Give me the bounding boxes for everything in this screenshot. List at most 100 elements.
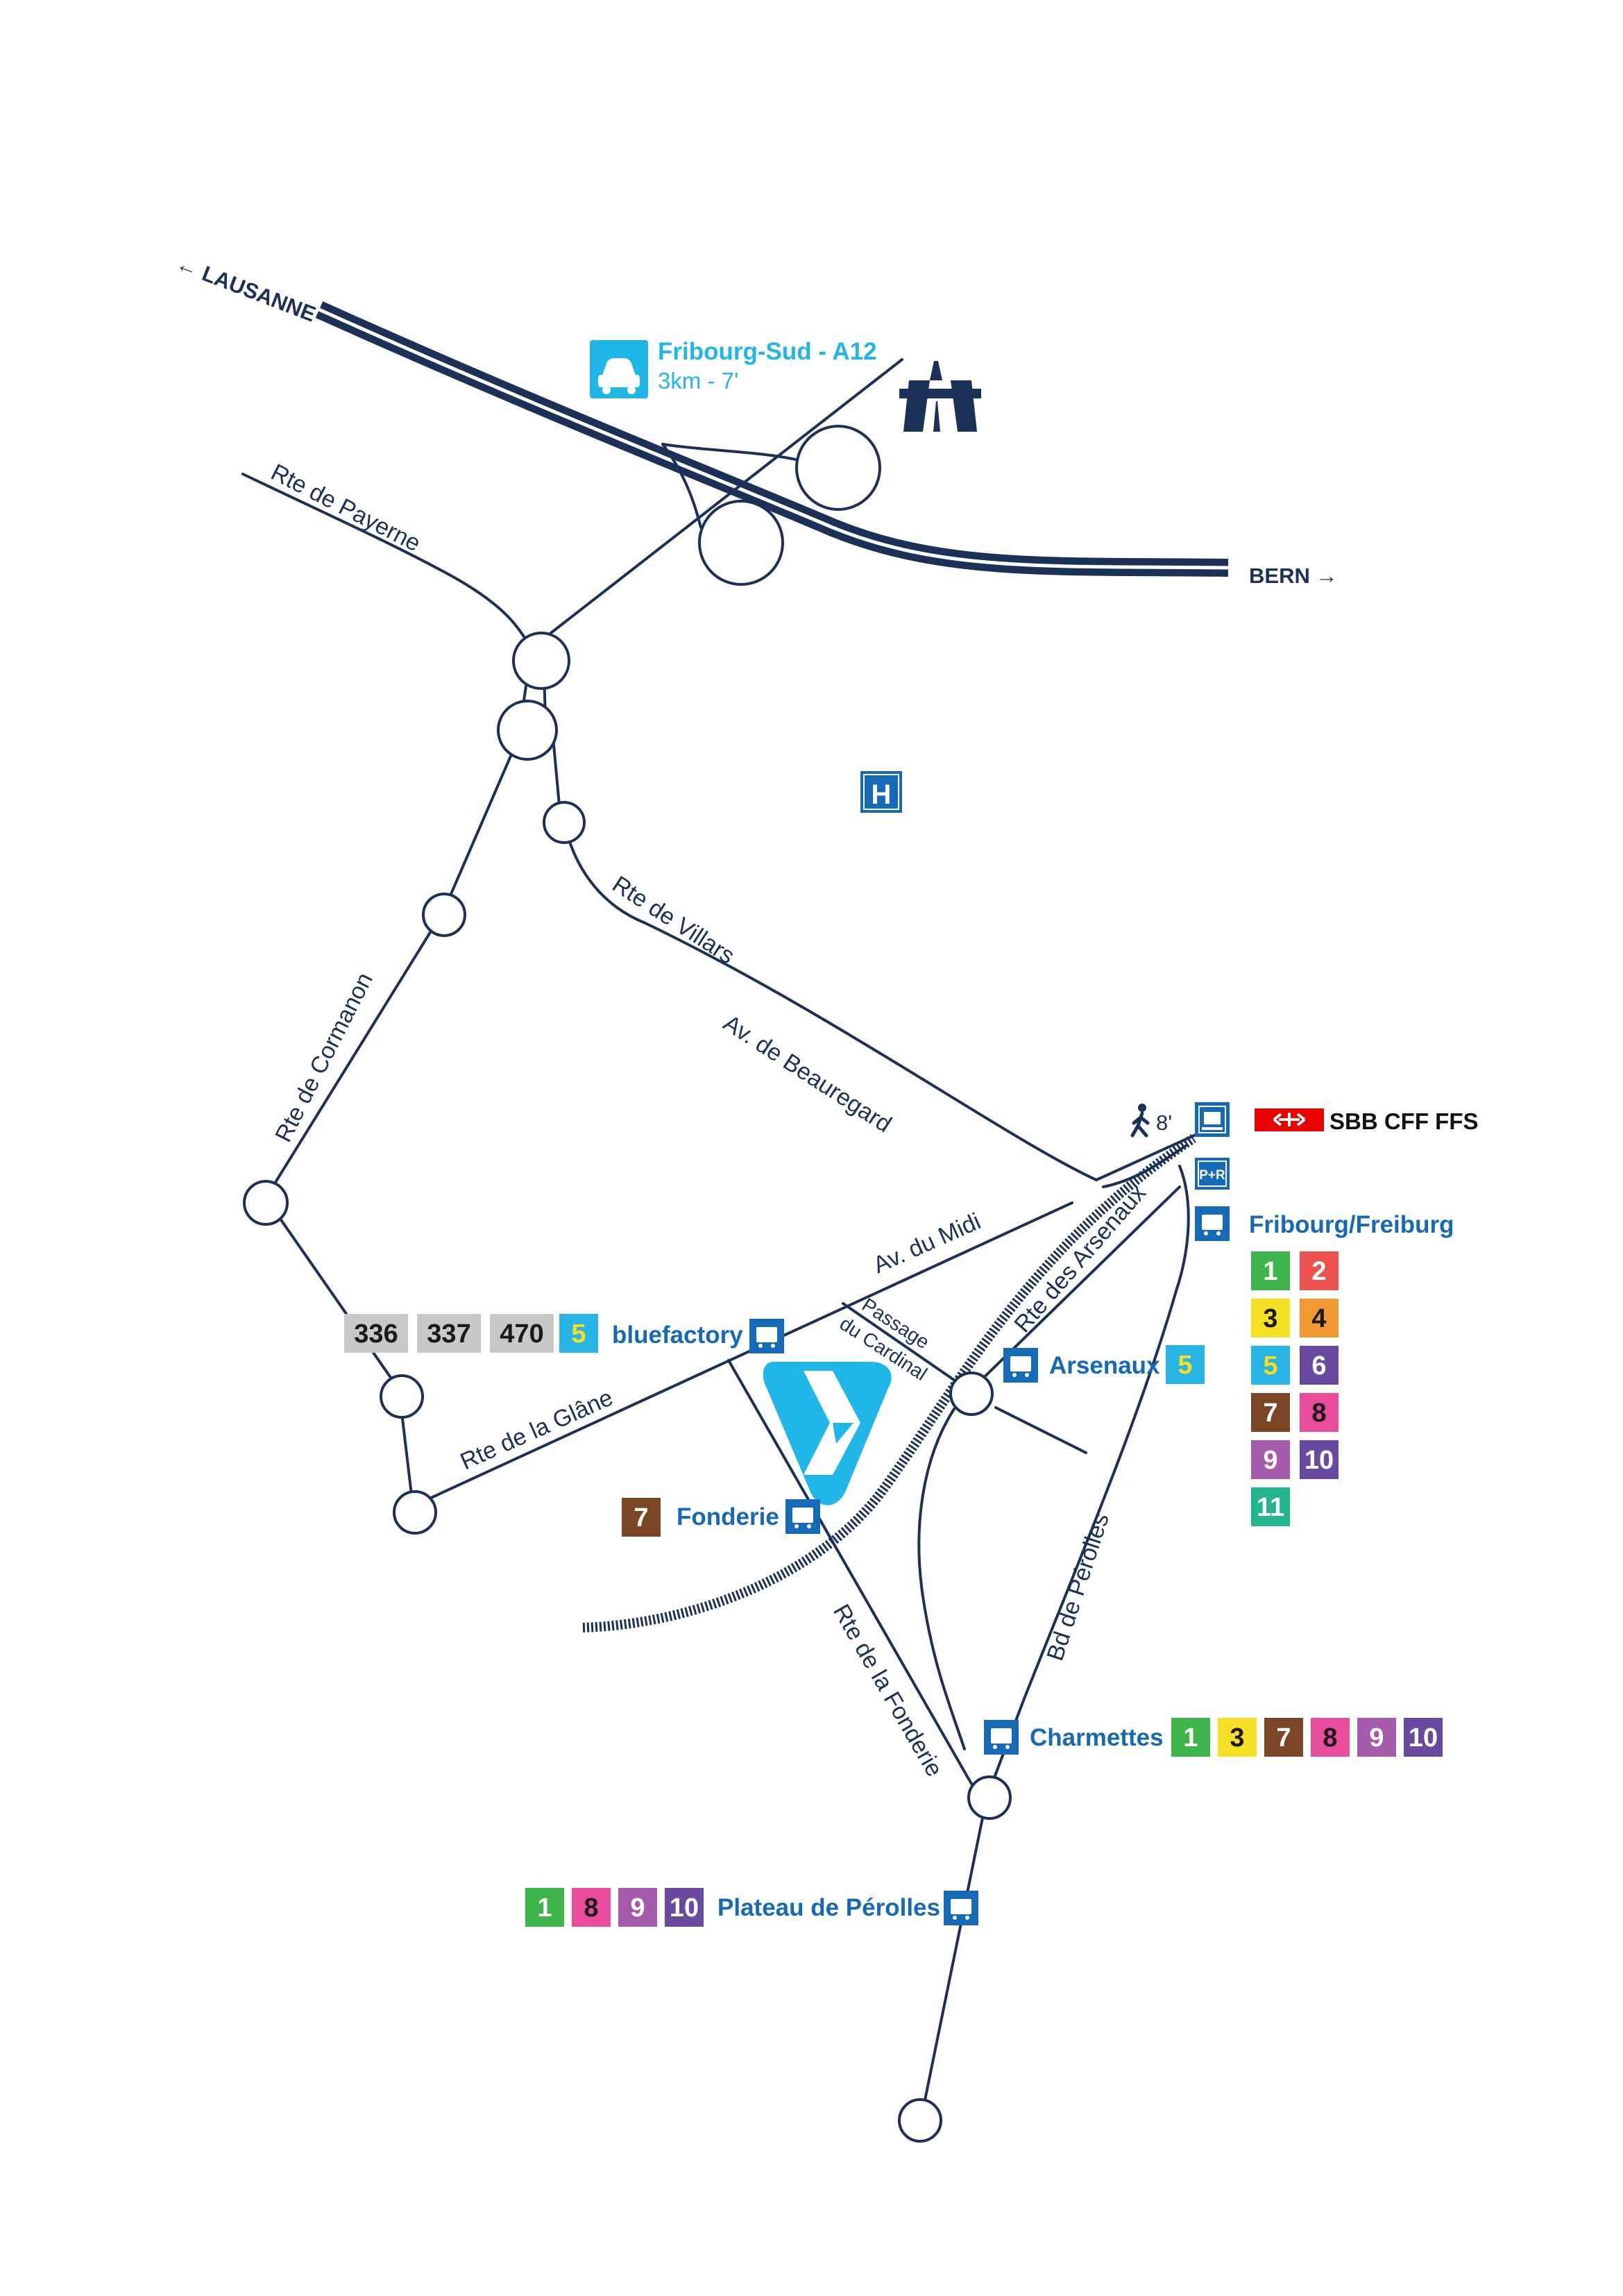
railway [582, 1134, 1196, 1632]
stop-name-fonderie: Fonderie [677, 1503, 779, 1530]
stop-name-plateau: Plateau de Pérolles [717, 1894, 940, 1921]
highway-exit-detail: 3km - 7' [658, 368, 738, 394]
fonderie-line-badges: 7 [622, 1498, 661, 1537]
line-badge-label: 5 [571, 1319, 586, 1349]
line-badge-11: 11 [1251, 1487, 1290, 1526]
bluefactory-logo [763, 1362, 892, 1505]
line-badge-7: 7 [622, 1498, 661, 1537]
road-network [241, 358, 1212, 2118]
highway-exit-info: Fribourg-Sud - A12 3km - 7' [590, 338, 877, 398]
line-badge-2: 2 [1300, 1251, 1339, 1290]
line-badge-label: 8 [1323, 1723, 1337, 1753]
stop-name-arsenaux: Arsenaux [1049, 1352, 1160, 1379]
street-label-fonderie: Rte de la Fonderie [828, 1600, 948, 1781]
road-glane [411, 1201, 1073, 1508]
line-badge-label: 8 [584, 1893, 598, 1923]
station-info: 8' SBB CFF FFS P+R Fribourg/Freiburg [1130, 1102, 1478, 1526]
ramp-west [661, 443, 702, 529]
line-badge-7: 7 [1251, 1393, 1290, 1432]
line-badge-label: 4 [1311, 1304, 1326, 1333]
walk-time: 8' [1156, 1111, 1172, 1135]
line-badge-1: 1 [1171, 1718, 1210, 1757]
road-payerne [241, 473, 536, 657]
street-label-arsenaux: Rte des Arsenaux [1009, 1180, 1151, 1337]
road-arsenaux-perolles [994, 1406, 1087, 1454]
line-badge-label: 1 [1183, 1723, 1198, 1753]
line-badge-label: 2 [1311, 1257, 1326, 1286]
hospital-letter: H [872, 779, 892, 810]
line-badge-3: 3 [1218, 1718, 1257, 1757]
stop-fonderie: 7 Fonderie [622, 1498, 820, 1537]
line-badge-5: 5 [559, 1314, 598, 1353]
roundabout-villars [497, 700, 558, 761]
street-label-beauregard: Av. de Beauregard [719, 1010, 897, 1138]
line-badge-label: 10 [1409, 1723, 1438, 1753]
road-passage-cardinal [842, 1302, 969, 1391]
road-junction-link [547, 358, 903, 636]
line-badge-label: 8 [1311, 1399, 1326, 1428]
line-badge-10: 10 [665, 1888, 704, 1927]
motorway-icon [899, 361, 981, 432]
node-charmettes [967, 1775, 1012, 1820]
charmettes-bus-icon [984, 1720, 1019, 1755]
walking-person-icon [1130, 1104, 1150, 1138]
line-badge-10: 10 [1404, 1718, 1443, 1757]
ramp-north [661, 443, 806, 463]
road-cormanon [264, 748, 515, 1199]
street-label-cormanon: Rte de Cormanon [270, 968, 378, 1146]
line-badge-4: 4 [1300, 1299, 1339, 1337]
regional-line-badges: 336 337 470 [344, 1314, 554, 1353]
sbb-logo [1255, 1108, 1324, 1131]
line-badge-337: 337 [417, 1314, 481, 1353]
node-west-loop [380, 1374, 424, 1419]
station-name: Fribourg/Freiburg [1249, 1211, 1454, 1238]
line-badge-470: 470 [490, 1314, 554, 1353]
line-badge-label: 470 [500, 1319, 543, 1349]
node-south [898, 2098, 942, 2143]
line-badge-label: 5 [1178, 1351, 1192, 1380]
stop-name-charmettes: Charmettes [1030, 1724, 1164, 1751]
road-fonderie [727, 1359, 973, 1785]
station-bus-icon [1195, 1206, 1230, 1241]
line-badge-5: 5 [1251, 1346, 1290, 1385]
arsenaux-line-badges: 5 [1166, 1345, 1205, 1384]
line-badge-7: 7 [1264, 1718, 1303, 1757]
line-badge-label: 3 [1230, 1723, 1244, 1753]
line-badge-label: 7 [1276, 1723, 1291, 1753]
line-badge-label: 336 [354, 1319, 398, 1349]
park-and-ride-label: P+R [1199, 1168, 1225, 1183]
roundabout-payerne [512, 632, 570, 690]
line-badge-8: 8 [1311, 1718, 1350, 1757]
node-west [243, 1180, 289, 1226]
line-badge-1: 1 [1251, 1251, 1290, 1290]
plateau-line-badges: 1 8 9 10 [525, 1888, 704, 1927]
stop-plateau-perolles: 1 8 9 10 Plateau de Pérolles [525, 1888, 978, 1927]
line-badge-1: 1 [525, 1888, 564, 1927]
junctions [243, 425, 1012, 2143]
line-badge-label: 337 [427, 1319, 470, 1349]
line-badge-336: 336 [344, 1314, 408, 1353]
line-badge-label: 11 [1257, 1493, 1284, 1522]
roundabout-highway-south [698, 500, 784, 586]
line-badge-6: 6 [1300, 1346, 1339, 1385]
line-badge-label: 9 [630, 1893, 645, 1923]
highway-exit-name: Fribourg-Sud - A12 [658, 338, 877, 365]
line-badge-label: 1 [537, 1893, 552, 1923]
direction-bern: BERN → [1249, 564, 1337, 588]
street-label-perolles: Bd de Pérolles [1042, 1510, 1114, 1664]
line-badge-label: 6 [1311, 1351, 1326, 1381]
stop-bluefactory: 336 337 470 5 bluefactory [344, 1314, 784, 1353]
park-and-ride-icon: P+R [1195, 1158, 1230, 1190]
bluefactory-line-badges: 5 [559, 1314, 598, 1353]
line-badge-5: 5 [1166, 1345, 1205, 1384]
street-label-payerne: Rte de Payerne [266, 459, 425, 557]
stop-name-bluefactory: bluefactory [612, 1322, 743, 1349]
line-badge-label: 7 [1263, 1399, 1277, 1428]
road-inner-curve [917, 1408, 966, 1750]
line-badge-label: 3 [1263, 1304, 1277, 1333]
road-station-east [1102, 1144, 1188, 1188]
line-badge-8: 8 [1300, 1393, 1339, 1432]
